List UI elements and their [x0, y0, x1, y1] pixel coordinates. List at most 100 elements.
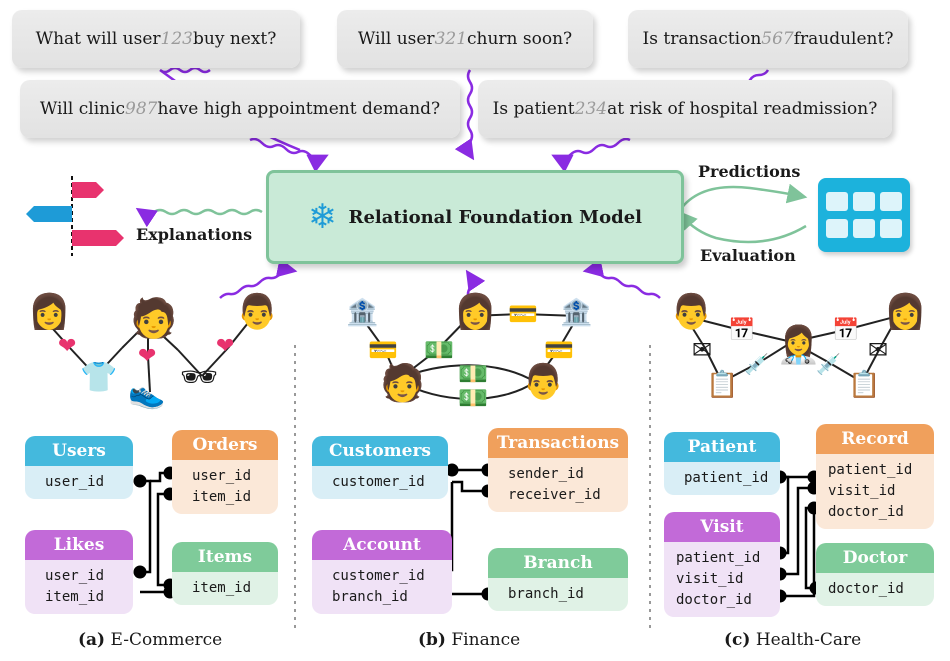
patient-avatar-icon: 👨 — [670, 292, 713, 332]
question-bubble-4: Will clinic 987 have high appointment de… — [20, 80, 460, 138]
table-title: Account — [312, 530, 452, 560]
table-field: sender_id — [508, 466, 584, 482]
table-title: Record — [816, 424, 934, 454]
healthcare-schema-links — [773, 470, 823, 603]
table-title: Items — [172, 542, 278, 572]
question-text: churn soon? — [467, 29, 573, 49]
arrow-evaluation — [677, 210, 807, 244]
customer-avatar-icon: 👩 — [454, 292, 497, 332]
table-title: Orders — [172, 430, 278, 460]
table-field: customer_id — [332, 474, 425, 490]
healthcare-graph-edges — [684, 315, 899, 383]
question-id: 567 — [761, 29, 794, 49]
table-field: doctor_id — [828, 581, 904, 597]
user-avatar-icon: 👩 — [28, 292, 71, 332]
caption-text: E-Commerce — [105, 630, 223, 650]
prescription-icon: 💉 — [816, 352, 841, 376]
question-bubble-5: Is patient 234 at risk of hospital readm… — [478, 80, 892, 138]
table-record: Record patient_id visit_id doctor_id — [816, 424, 934, 529]
finance-graph-edges — [361, 313, 579, 400]
cash-icon: 💵 — [458, 360, 488, 388]
question-text: at risk of hospital readmission? — [607, 99, 878, 119]
arrow-q5 — [551, 137, 631, 173]
table-title: Likes — [25, 530, 133, 560]
user-avatar-icon: 👨 — [236, 292, 279, 332]
question-id: 123 — [160, 29, 193, 49]
table-patient: Patient patient_id — [664, 432, 780, 495]
sunglasses-icon: 🕶 — [180, 360, 219, 395]
sneaker-icon: 👟 — [128, 376, 166, 411]
table-field: customer_id — [332, 568, 425, 584]
ecommerce-schema-links — [133, 466, 177, 599]
credit-card-icon: 💳 — [544, 336, 574, 364]
credit-card-icon: 💳 — [508, 300, 538, 328]
question-id: 987 — [125, 99, 158, 119]
table-field: item_id — [192, 489, 252, 505]
question-text: Will user — [357, 29, 435, 49]
heart-icon: ❤ — [58, 334, 77, 359]
table-orders: Orders user_id item_id — [172, 430, 278, 514]
shirt-icon: 👕 — [80, 360, 118, 395]
table-customers: Customers customer_id — [312, 436, 448, 499]
mail-icon: ✉ — [692, 336, 713, 364]
mail-icon: ✉ — [868, 336, 889, 364]
table-field: item_id — [45, 589, 105, 605]
question-bubble-3: Is transaction 567 fraudulent? — [628, 10, 908, 68]
arrow-explanations — [135, 207, 263, 228]
customer-avatar-icon: 👨 — [522, 362, 565, 402]
question-text: Is patient — [492, 99, 575, 119]
outbound-arrows — [135, 183, 808, 244]
relational-foundation-model-box: ❄ Relational Foundation Model — [266, 170, 684, 264]
table-field: branch_id — [508, 586, 584, 602]
table-items: Items item_id — [172, 542, 278, 605]
arrow-panel-c — [582, 257, 661, 299]
question-text: have high appointment demand? — [157, 99, 441, 119]
table-visit: Visit patient_id visit_id doctor_id — [664, 512, 780, 617]
explanations-label: Explanations — [136, 225, 253, 244]
table-field: user_id — [45, 568, 105, 584]
question-id: 234 — [574, 99, 608, 119]
table-title: Patient — [664, 432, 780, 462]
table-likes: Likes user_id item_id — [25, 530, 133, 614]
caption-healthcare: (c) Health-Care — [724, 630, 861, 650]
table-transactions: Transactions sender_id receiver_id — [488, 428, 628, 512]
predictions-label: Predictions — [698, 162, 801, 181]
question-bubble-2: Will user 321 churn soon? — [337, 10, 593, 68]
question-text: Will clinic — [39, 99, 126, 119]
predictions-table-icon — [818, 178, 910, 252]
caption-ecommerce: (a) E-Commerce — [78, 630, 222, 650]
calendar-icon: 📅 — [728, 318, 756, 343]
arrow-q4 — [249, 137, 329, 173]
table-users: Users user_id — [25, 436, 133, 499]
arrow-predictions — [678, 183, 808, 211]
table-field: visit_id — [676, 571, 744, 587]
credit-card-icon: 💳 — [368, 336, 398, 364]
question-text: What will user — [35, 29, 161, 49]
table-doctor: Doctor doctor_id — [816, 543, 934, 606]
caption-letter: (b) — [418, 630, 446, 650]
table-account: Account customer_id branch_id — [312, 530, 452, 614]
medical-record-icon: 📋 — [848, 370, 881, 400]
caption-text: Health-Care — [750, 630, 862, 650]
snowflake-icon: ❄ — [308, 197, 337, 237]
question-text: Is transaction — [642, 29, 762, 49]
table-title: Doctor — [816, 543, 934, 573]
table-field: patient_id — [676, 550, 761, 566]
bank-icon: 🏦 — [560, 298, 593, 328]
evaluation-label: Evaluation — [700, 246, 796, 265]
doctor-avatar-icon: 👩‍⚕️ — [776, 325, 821, 366]
question-text: buy next? — [192, 29, 277, 49]
table-title: Users — [25, 436, 133, 466]
table-title: Transactions — [488, 428, 628, 458]
customer-avatar-icon: 🧑 — [380, 363, 425, 404]
question-bubble-1: What will user 123 buy next? — [12, 10, 300, 68]
table-field: receiver_id — [508, 487, 601, 503]
ecommerce-graph-edges — [44, 317, 253, 393]
medical-record-icon: 📋 — [706, 370, 739, 400]
caption-letter: (c) — [724, 630, 751, 650]
question-id: 321 — [434, 29, 468, 49]
table-field: patient_id — [684, 470, 769, 486]
caption-finance: (b) Finance — [418, 630, 520, 650]
table-field: patient_id — [828, 462, 913, 478]
